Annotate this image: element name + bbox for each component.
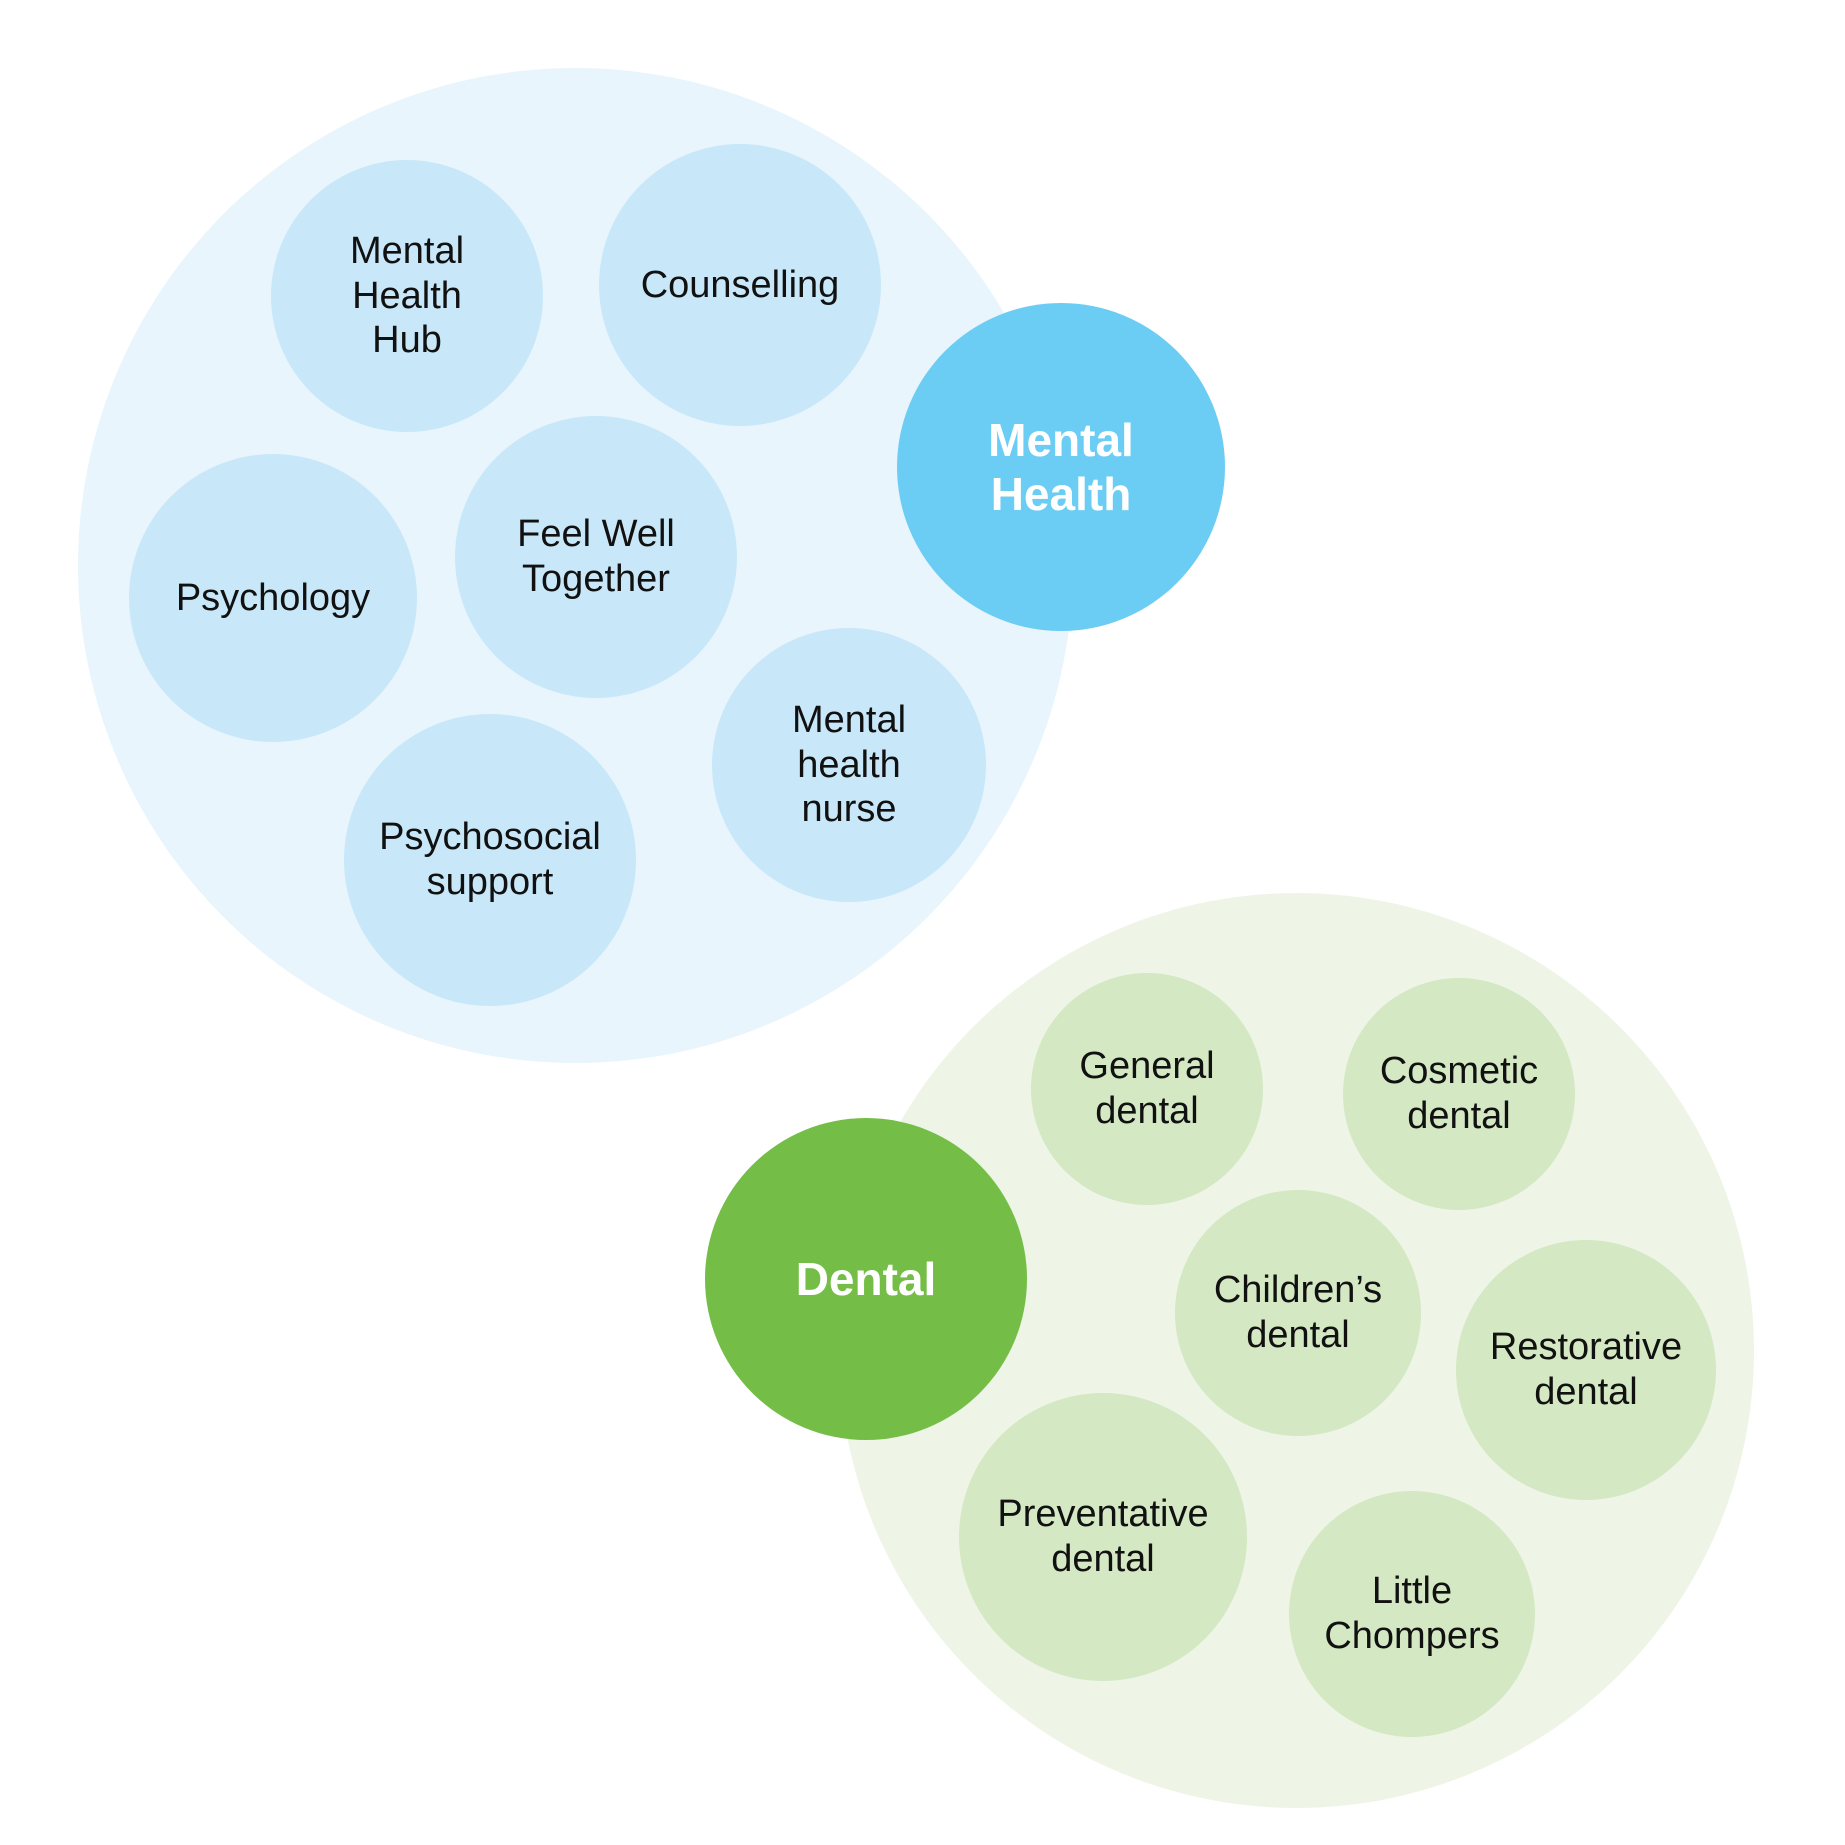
little-chompers-bubble: Little Chompers [1289, 1491, 1535, 1737]
mental-health-title: Mental Health [988, 413, 1134, 520]
mental-health-nurse-label: Mental health nurse [791, 698, 907, 831]
psychology-bubble: Psychology [129, 454, 417, 742]
mental-health-hub-label: Mental Health Hub [349, 229, 465, 362]
cosmetic-dental-bubble: Cosmetic dental [1343, 978, 1575, 1210]
feel-well-together-bubble: Feel Well Together [455, 416, 737, 698]
general-dental-label: General dental [1079, 1045, 1215, 1132]
restorative-dental-bubble: Restorative dental [1456, 1240, 1716, 1500]
childrens-dental-bubble: Children’s dental [1175, 1190, 1421, 1436]
psychology-label: Psychology [175, 576, 371, 619]
general-dental-bubble: General dental [1031, 973, 1263, 1205]
preventative-dental-bubble: Preventative dental [959, 1393, 1247, 1681]
mental-health-hub-bubble: Mental Health Hub [271, 160, 543, 432]
dental-main-bubble: Dental [705, 1118, 1027, 1440]
childrens-dental-label: Children’s dental [1213, 1269, 1383, 1356]
cosmetic-dental-label: Cosmetic dental [1379, 1050, 1539, 1137]
mental-health-nurse-bubble: Mental health nurse [712, 628, 986, 902]
restorative-dental-label: Restorative dental [1489, 1326, 1683, 1413]
counselling-bubble: Counselling [599, 144, 881, 426]
counselling-label: Counselling [640, 263, 840, 306]
preventative-dental-label: Preventative dental [997, 1493, 1209, 1580]
little-chompers-label: Little Chompers [1324, 1570, 1500, 1657]
mental-health-main-bubble: Mental Health [897, 303, 1225, 631]
psychosocial-support-label: Psychosocial support [379, 816, 601, 903]
psychosocial-support-bubble: Psychosocial support [344, 714, 636, 1006]
feel-well-together-label: Feel Well Together [517, 513, 675, 600]
dental-title: Dental [795, 1252, 937, 1305]
